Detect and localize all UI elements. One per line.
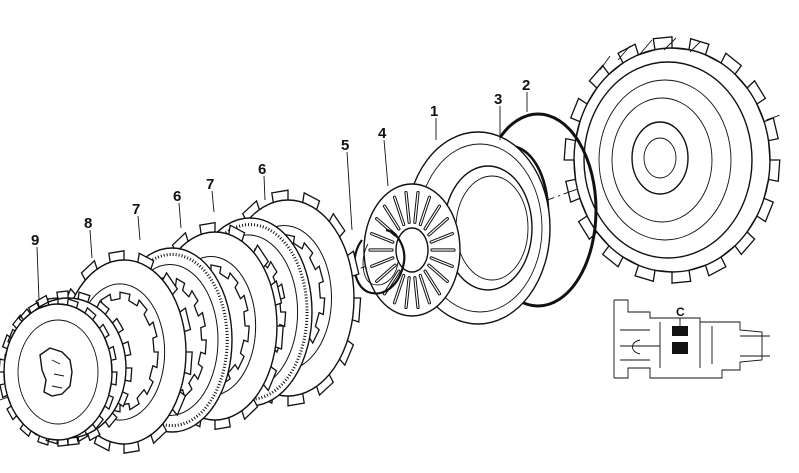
label-part-7a: 7 bbox=[206, 176, 214, 193]
label-part-2: 2 bbox=[522, 77, 530, 94]
callouts: 1 2 3 4 5 6 7 6 7 8 9 bbox=[31, 77, 530, 301]
label-part-8: 8 bbox=[84, 215, 92, 232]
spring-plate-4 bbox=[363, 183, 461, 317]
label-part-3: 3 bbox=[494, 91, 502, 108]
label-part-6a: 6 bbox=[258, 161, 266, 178]
inset-label-c: C bbox=[676, 305, 685, 319]
clutch-hub-9 bbox=[0, 290, 133, 447]
label-part-9: 9 bbox=[31, 232, 39, 249]
clutch-drum bbox=[563, 36, 781, 284]
label-part-5: 5 bbox=[341, 137, 349, 154]
label-part-7b: 7 bbox=[132, 201, 140, 218]
label-part-4: 4 bbox=[378, 125, 387, 142]
inset-section-view: C bbox=[613, 299, 770, 379]
label-part-1: 1 bbox=[430, 103, 438, 120]
label-part-6b: 6 bbox=[173, 188, 181, 205]
